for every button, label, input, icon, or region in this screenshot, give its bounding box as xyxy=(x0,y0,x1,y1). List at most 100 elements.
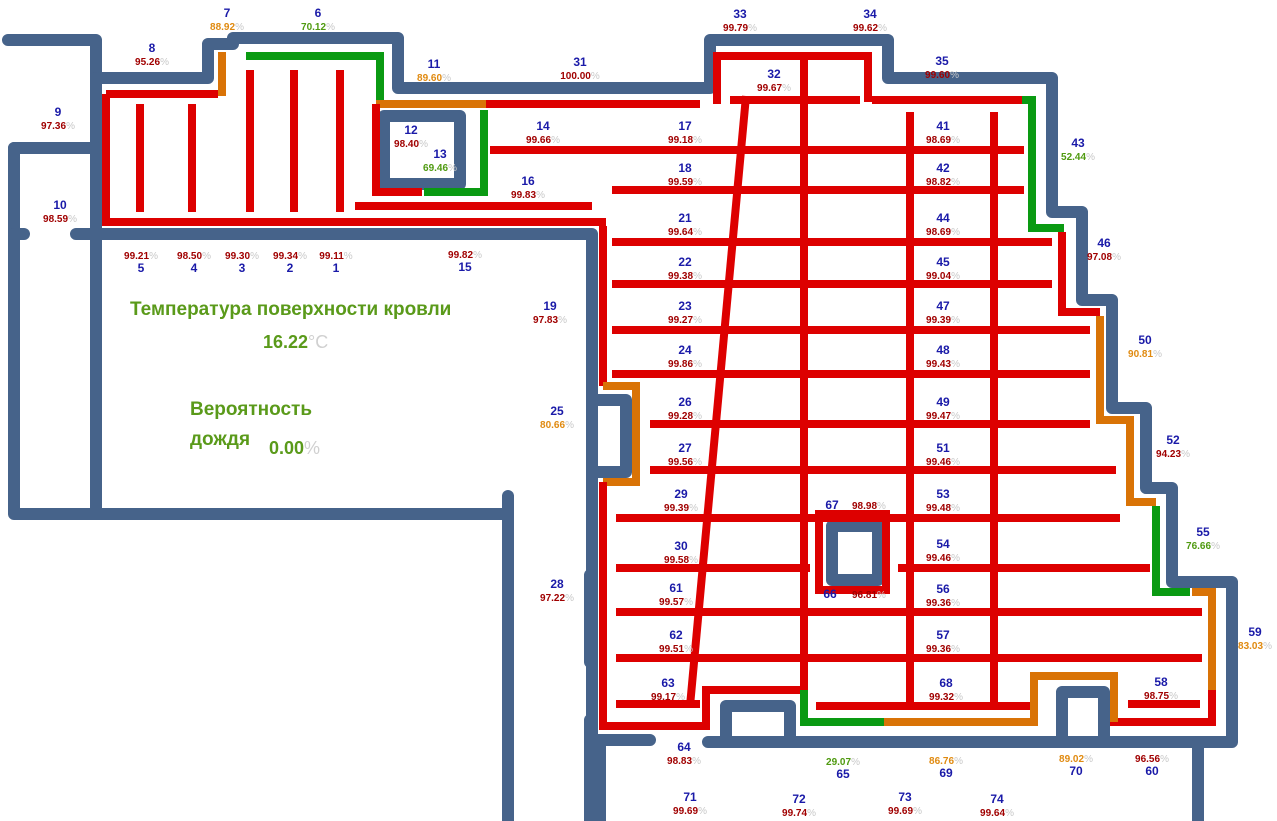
zone-label-2[interactable]: 299.34% xyxy=(273,251,307,275)
heating-cable-orange xyxy=(1096,316,1156,506)
zone-value: 96.81% xyxy=(852,590,886,601)
zone-value-percent: % xyxy=(954,692,963,703)
zone-value-number: 99.82 xyxy=(448,250,473,261)
zone-value: 99.18% xyxy=(668,135,702,146)
zone-value-number: 99.66 xyxy=(526,135,551,146)
zone-number: 46 xyxy=(1097,236,1111,250)
zone-label-6[interactable]: 670.12% xyxy=(301,6,335,33)
zone-value-number: 86.76 xyxy=(929,756,954,767)
zone-value: 99.04% xyxy=(926,271,960,282)
zone-value-percent: % xyxy=(1169,691,1178,702)
zone-number: 67 xyxy=(825,498,839,512)
zone-value: 99.46% xyxy=(926,457,960,468)
zone-value-number: 98.59 xyxy=(43,214,68,225)
zone-label-3[interactable]: 399.30% xyxy=(225,251,259,275)
zone-label-1[interactable]: 199.11% xyxy=(319,251,352,275)
zone-value-percent: % xyxy=(851,757,860,768)
zone-number: 72 xyxy=(792,792,806,806)
zone-number: 13 xyxy=(433,147,447,161)
zone-value-number: 98.40 xyxy=(394,139,419,150)
zone-value-percent: % xyxy=(692,756,701,767)
zone-value-number: 99.59 xyxy=(668,177,693,188)
zone-label-7[interactable]: 788.92% xyxy=(210,6,244,33)
zone-value-percent: % xyxy=(1112,252,1121,263)
zone-value-number: 99.74 xyxy=(782,808,807,819)
zone-value-number: 90.81 xyxy=(1128,349,1153,360)
zone-label-4[interactable]: 498.50% xyxy=(177,251,211,275)
zone-value-number: 99.47 xyxy=(926,411,951,422)
zone-value-percent: % xyxy=(473,250,482,261)
zone-label-8[interactable]: 895.26% xyxy=(135,41,169,68)
zone-value: 99.17% xyxy=(651,692,685,703)
zone-label-9[interactable]: 997.36% xyxy=(41,105,75,132)
heating-cable-orange xyxy=(603,382,640,486)
zone-number: 53 xyxy=(936,487,950,501)
zone-value: 98.69% xyxy=(926,135,960,146)
zone-value-percent: % xyxy=(748,23,757,34)
wall-segment xyxy=(720,700,796,742)
zone-number: 42 xyxy=(936,161,950,175)
zone-number: 24 xyxy=(678,343,692,357)
zone-label-5[interactable]: 599.21% xyxy=(124,251,158,275)
